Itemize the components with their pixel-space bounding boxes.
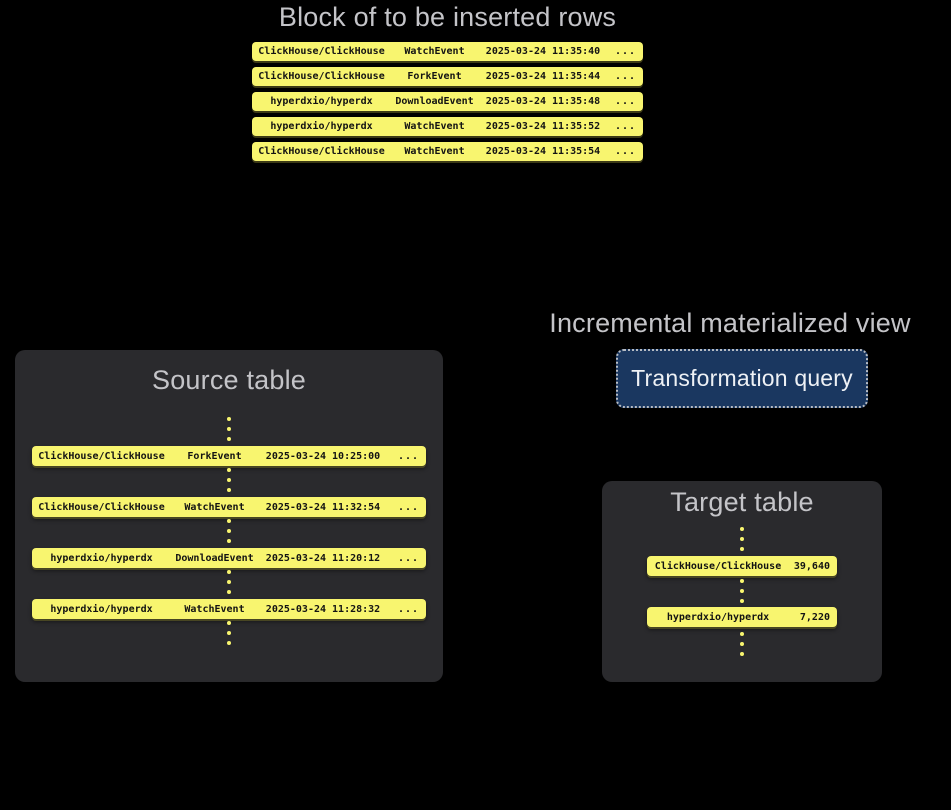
row-repo: hyperdxio/hyperdx <box>50 552 153 564</box>
target-row: hyperdxio/hyperdx 7,220 <box>647 607 837 627</box>
row-more-ellipsis: ... <box>397 552 419 564</box>
row-event: WatchEvent <box>404 46 465 57</box>
row-repo: ClickHouse/ClickHouse <box>654 560 782 572</box>
row-repo: ClickHouse/ClickHouse <box>258 146 385 157</box>
vertical-ellipsis-icon <box>227 570 231 594</box>
row-more-ellipsis: ... <box>614 146 636 157</box>
insert-row: ClickHouse/ClickHouse WatchEvent 2025-03… <box>252 42 643 61</box>
target-table-title: Target table <box>670 487 814 517</box>
row-more-ellipsis: ... <box>397 450 419 462</box>
row-repo: hyperdxio/hyperdx <box>270 96 373 107</box>
row-event: DownloadEvent <box>395 96 474 107</box>
row-event: WatchEvent <box>184 501 245 513</box>
row-timestamp: 2025-03-24 11:35:52 <box>485 121 601 132</box>
row-timestamp: 2025-03-24 11:28:32 <box>265 603 381 615</box>
row-more-ellipsis: ... <box>397 603 419 615</box>
row-timestamp: 2025-03-24 11:35:54 <box>485 146 601 157</box>
vertical-ellipsis-icon <box>740 632 744 656</box>
vertical-ellipsis-icon <box>227 468 231 492</box>
vertical-ellipsis-icon <box>740 527 744 551</box>
insert-row: hyperdxio/hyperdx WatchEvent 2025-03-24 … <box>252 117 643 136</box>
row-repo: ClickHouse/ClickHouse <box>258 46 385 57</box>
row-event: ForkEvent <box>187 450 242 462</box>
row-repo: hyperdxio/hyperdx <box>50 603 153 615</box>
vertical-ellipsis-icon <box>227 417 231 441</box>
row-event: DownloadEvent <box>175 552 254 564</box>
insert-row: ClickHouse/ClickHouse ForkEvent 2025-03-… <box>252 67 643 86</box>
row-timestamp: 2025-03-24 11:32:54 <box>265 501 381 513</box>
vertical-ellipsis-icon <box>227 519 231 543</box>
row-more-ellipsis: ... <box>614 71 636 82</box>
transformation-query-box: Transformation query <box>616 349 868 408</box>
row-event: WatchEvent <box>184 603 245 615</box>
row-event: ForkEvent <box>407 71 462 82</box>
row-event: WatchEvent <box>404 146 465 157</box>
row-repo: hyperdxio/hyperdx <box>666 611 770 623</box>
insert-block-title: Block of to be inserted rows <box>278 2 617 32</box>
row-more-ellipsis: ... <box>614 121 636 132</box>
row-more-ellipsis: ... <box>614 46 636 57</box>
vertical-ellipsis-icon <box>227 621 231 645</box>
insert-block: Block of to be inserted rows ClickHouse/… <box>252 2 643 167</box>
row-timestamp: 2025-03-24 10:25:00 <box>265 450 381 462</box>
source-row: hyperdxio/hyperdx WatchEvent 2025-03-24 … <box>32 599 426 619</box>
source-table-panel: Source table ClickHouse/ClickHouse ForkE… <box>15 350 443 682</box>
row-repo: ClickHouse/ClickHouse <box>258 71 385 82</box>
row-event: WatchEvent <box>404 121 465 132</box>
insert-row: ClickHouse/ClickHouse WatchEvent 2025-03… <box>252 142 643 161</box>
row-count: 39,640 <box>793 560 830 572</box>
row-repo: ClickHouse/ClickHouse <box>38 501 165 513</box>
row-more-ellipsis: ... <box>397 501 419 513</box>
vertical-ellipsis-icon <box>740 579 744 603</box>
row-repo: hyperdxio/hyperdx <box>270 121 373 132</box>
row-count: 7,220 <box>799 611 830 623</box>
row-repo: ClickHouse/ClickHouse <box>38 450 165 462</box>
row-timestamp: 2025-03-24 11:35:48 <box>485 96 601 107</box>
row-more-ellipsis: ... <box>614 96 636 107</box>
materialized-view-title: Incremental materialized view <box>549 308 911 338</box>
row-timestamp: 2025-03-24 11:35:40 <box>485 46 601 57</box>
source-row: ClickHouse/ClickHouse ForkEvent 2025-03-… <box>32 446 426 466</box>
target-table-panel: Target table ClickHouse/ClickHouse 39,64… <box>602 481 882 682</box>
source-table-title: Source table <box>152 365 306 395</box>
target-row: ClickHouse/ClickHouse 39,640 <box>647 556 837 576</box>
source-row: hyperdxio/hyperdx DownloadEvent 2025-03-… <box>32 548 426 568</box>
row-timestamp: 2025-03-24 11:20:12 <box>265 552 381 564</box>
source-row: ClickHouse/ClickHouse WatchEvent 2025-03… <box>32 497 426 517</box>
row-timestamp: 2025-03-24 11:35:44 <box>485 71 601 82</box>
insert-row: hyperdxio/hyperdx DownloadEvent 2025-03-… <box>252 92 643 111</box>
